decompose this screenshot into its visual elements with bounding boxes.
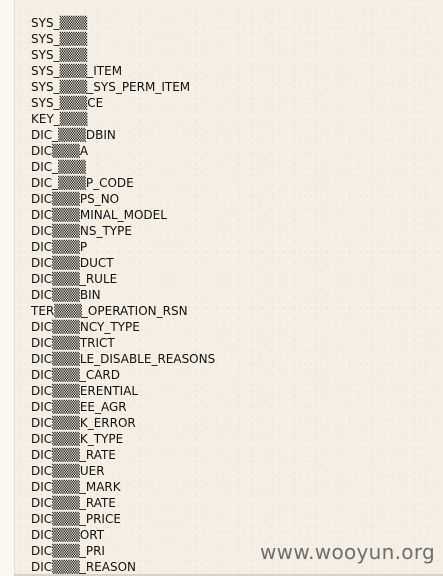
- bottom-divider: [14, 574, 443, 576]
- table-name-item: DIC▒▒▒_PRI: [31, 544, 105, 558]
- table-name-item: DIC▒▒▒ORT: [31, 528, 105, 542]
- table-name-item: DIC▒▒▒MINAL_MODEL: [31, 208, 167, 222]
- table-name-item: DIC▒▒▒NS_TYPE: [31, 224, 132, 238]
- table-name-item: TER▒▒▒_OPERATION_RSN: [31, 304, 188, 318]
- table-name-item: DIC▒▒▒A: [31, 144, 89, 158]
- table-name-item: DIC▒▒▒K_ERROR: [31, 416, 136, 430]
- table-name-item: DIC▒▒▒NCY_TYPE: [31, 320, 140, 334]
- table-name-item: DIC▒▒▒_RATE: [31, 496, 116, 510]
- table-name-item: DIC▒▒▒K_TYPE: [31, 432, 124, 446]
- table-name-item: DIC▒▒▒_CARD: [31, 368, 121, 382]
- table-name-item: DIC▒▒▒TRICT: [31, 336, 115, 350]
- table-name-item: SYS_▒▒▒CE: [31, 96, 104, 110]
- table-name-item: DIC▒▒▒P: [31, 240, 88, 254]
- table-name-item: DIC_▒▒▒P_CODE: [31, 176, 134, 190]
- table-name-item: DIC_▒▒▒: [31, 160, 86, 174]
- table-name-item: DIC▒▒▒_MARK: [31, 480, 121, 494]
- table-name-item: SYS_▒▒▒: [31, 32, 88, 46]
- table-name-item: SYS_▒▒▒: [31, 48, 88, 62]
- table-name-item: DIC▒▒▒BIN: [31, 288, 101, 302]
- table-name-item: DIC▒▒▒EE_AGR: [31, 400, 127, 414]
- table-name-item: DIC▒▒▒ERENTIAL: [31, 384, 139, 398]
- table-name-item: DIC▒▒▒PS_NO: [31, 192, 120, 206]
- table-name-item: DIC_▒▒▒DBIN: [31, 128, 116, 142]
- table-name-item: SYS_▒▒▒: [31, 16, 88, 30]
- table-name-item: KEY_▒▒▒: [31, 112, 88, 126]
- left-margin: [0, 0, 15, 576]
- watermark: www.wooyun.org: [260, 540, 435, 564]
- table-name-item: DIC▒▒▒_RULE: [31, 272, 118, 286]
- table-name-list: SYS_▒▒▒ SYS_▒▒▒ SYS_▒▒▒ SYS_▒▒▒_ITEM SYS_▒▒▒…: [31, 15, 215, 575]
- table-name-item: DIC▒▒▒_RATE: [31, 448, 116, 462]
- table-name-item: DIC▒▒▒_PRICE: [31, 512, 121, 526]
- table-name-item: DIC▒▒▒UER: [31, 464, 105, 478]
- table-name-item: DIC▒▒▒_REASON: [31, 560, 137, 574]
- table-name-item: SYS_▒▒▒_SYS_PERM_ITEM: [31, 80, 191, 94]
- table-name-item: SYS_▒▒▒_ITEM: [31, 64, 123, 78]
- table-name-item: DIC▒▒▒DUCT: [31, 256, 114, 270]
- table-name-item: DIC▒▒▒LE_DISABLE_REASONS: [31, 352, 216, 366]
